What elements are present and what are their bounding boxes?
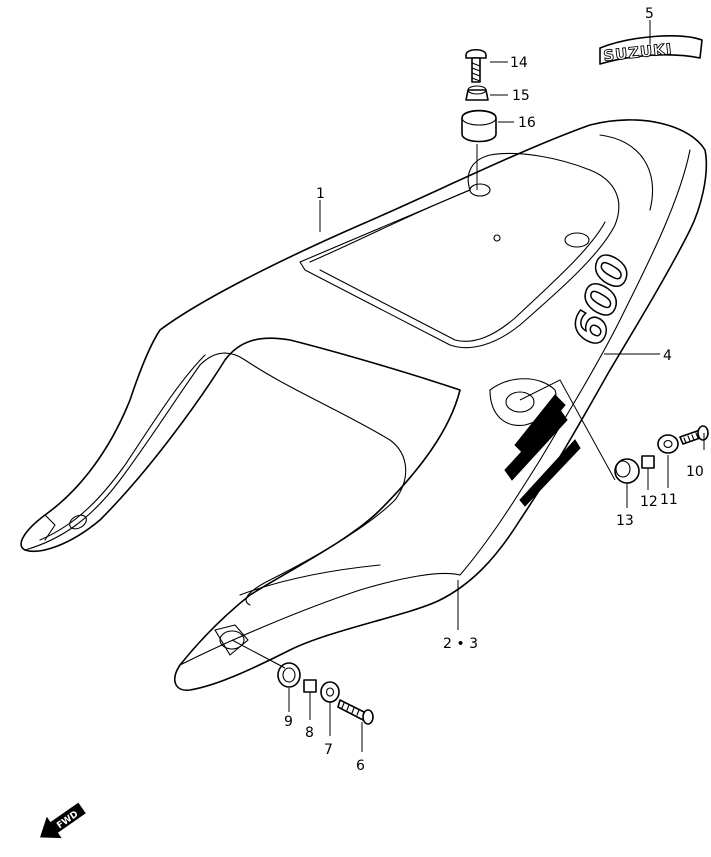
lower-screw-6 [337, 699, 374, 725]
callout-8: 8 [305, 725, 314, 741]
callout-6: 6 [356, 758, 365, 774]
callout-4: 4 [663, 348, 672, 364]
callout-1: 1 [316, 186, 325, 202]
top-screw [465, 48, 487, 83]
side-cushion-13 [614, 458, 640, 484]
callout-14: 14 [510, 55, 528, 71]
callout-15: 15 [512, 88, 530, 104]
side-screw-10 [679, 425, 709, 445]
callout-13: 13 [616, 513, 634, 529]
fwd-arrow-icon: FWD [40, 802, 86, 839]
callout-12: 12 [640, 494, 658, 510]
suzuki-emblem-text: SUZUKI [603, 40, 674, 65]
lower-cushion-9 [277, 662, 301, 688]
lower-collar-8 [303, 679, 317, 693]
callout-10: 10 [686, 464, 704, 480]
callout-5: 5 [645, 6, 654, 22]
callout-9: 9 [284, 714, 293, 730]
top-cushion [461, 109, 497, 143]
callout-7: 7 [324, 742, 333, 758]
suzuki-emblem: SUZUKI [599, 35, 703, 65]
side-collar-12 [641, 455, 655, 469]
callout-11: 11 [660, 492, 678, 508]
callout-16: 16 [518, 115, 536, 131]
seat-tail-cover [20, 119, 708, 691]
side-washer-11 [657, 434, 679, 454]
top-nut [465, 85, 489, 101]
callout-2-3: 2 • 3 [443, 636, 478, 652]
lower-washer-7 [320, 681, 340, 703]
